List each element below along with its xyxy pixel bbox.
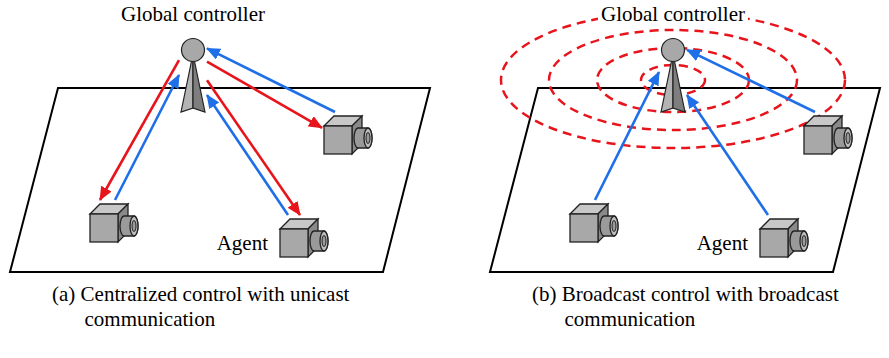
ground-plane [10,88,430,272]
uplink-arrow [687,95,768,215]
controller-node: Global controller [659,38,687,112]
controller-node: Global controller [179,38,207,112]
agent-label: Agent [215,231,270,255]
figure-caption: (a) Centralized control with unicast com… [52,282,375,332]
controller-label: Global controller [118,2,268,26]
uplink-arrow [115,75,179,200]
uplink-arrow [207,48,335,112]
camera-icon [322,112,372,156]
camera-icon [88,200,138,244]
ground-plane [490,88,880,272]
camera-icon [278,215,328,259]
broadcast-wave [549,30,797,130]
agent-node [88,200,138,244]
agent-label: Agent [695,231,750,255]
agent-node [802,112,852,156]
agent-node [322,112,372,156]
broadcast-waves [501,12,845,148]
downlink-arrow [207,80,300,215]
controller-icon [179,38,207,112]
uplink-arrow [207,95,288,215]
agent-node: Agent [278,215,328,259]
uplink-arrow [687,50,815,112]
camera-icon [568,200,618,244]
downlink-arrow [100,60,179,200]
controller-icon [659,38,687,112]
figure-caption: (b) Broadcast control with broadcast com… [532,282,855,332]
broadcast-wave [501,12,845,148]
controller-label: Global controller [598,2,748,26]
uplink-arrow [595,72,659,200]
agent-node [568,200,618,244]
camera-icon [758,215,808,259]
downlink-arrow [207,62,322,128]
agent-node: Agent [758,215,808,259]
camera-icon [802,112,852,156]
